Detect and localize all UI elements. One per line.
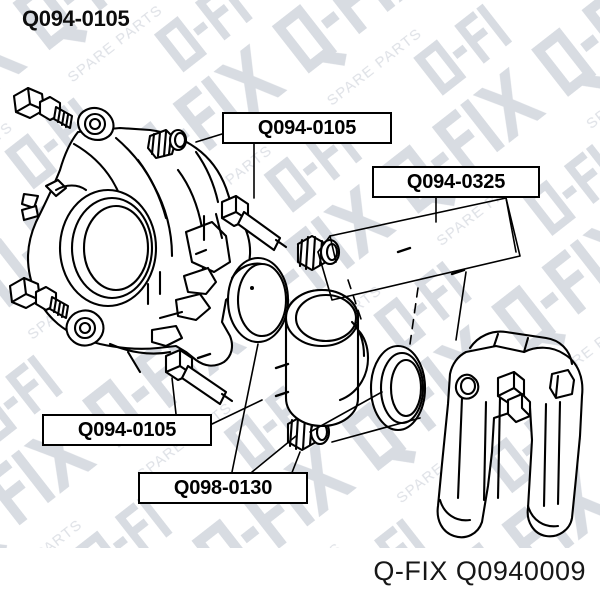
caliper-bracket-shape (436, 330, 584, 539)
caliper-body-shape (20, 106, 252, 374)
leader-tick-marks (196, 246, 466, 398)
mounting-bolt-upper-shape (12, 86, 74, 130)
piston-seal-shape (369, 344, 427, 432)
footer-band (0, 548, 600, 600)
callout-label-guide-pin-lower[interactable]: Q094-0105 (42, 414, 212, 446)
guide-pin-upper-shape (220, 194, 288, 252)
callout-label-guide-pin-upper[interactable]: Q094-0105 (222, 112, 392, 144)
mounting-bolt-lower-shape (8, 276, 70, 320)
slide-boot-upper-shape (146, 128, 188, 160)
callout-label-piston-seal-kit[interactable]: Q098-0130 (138, 472, 308, 504)
dust-boot-shape (226, 256, 290, 344)
callout-label-seal-and-bleeder-set[interactable]: Q094-0325 (372, 166, 540, 198)
footer-brand-code: Q-FIX Q0940009 (373, 556, 586, 586)
page-title: Q094-0105 (22, 6, 130, 31)
seal-ring-shape (250, 286, 254, 290)
piston-shape (284, 288, 370, 428)
guide-pin-lower-shape (164, 348, 234, 406)
